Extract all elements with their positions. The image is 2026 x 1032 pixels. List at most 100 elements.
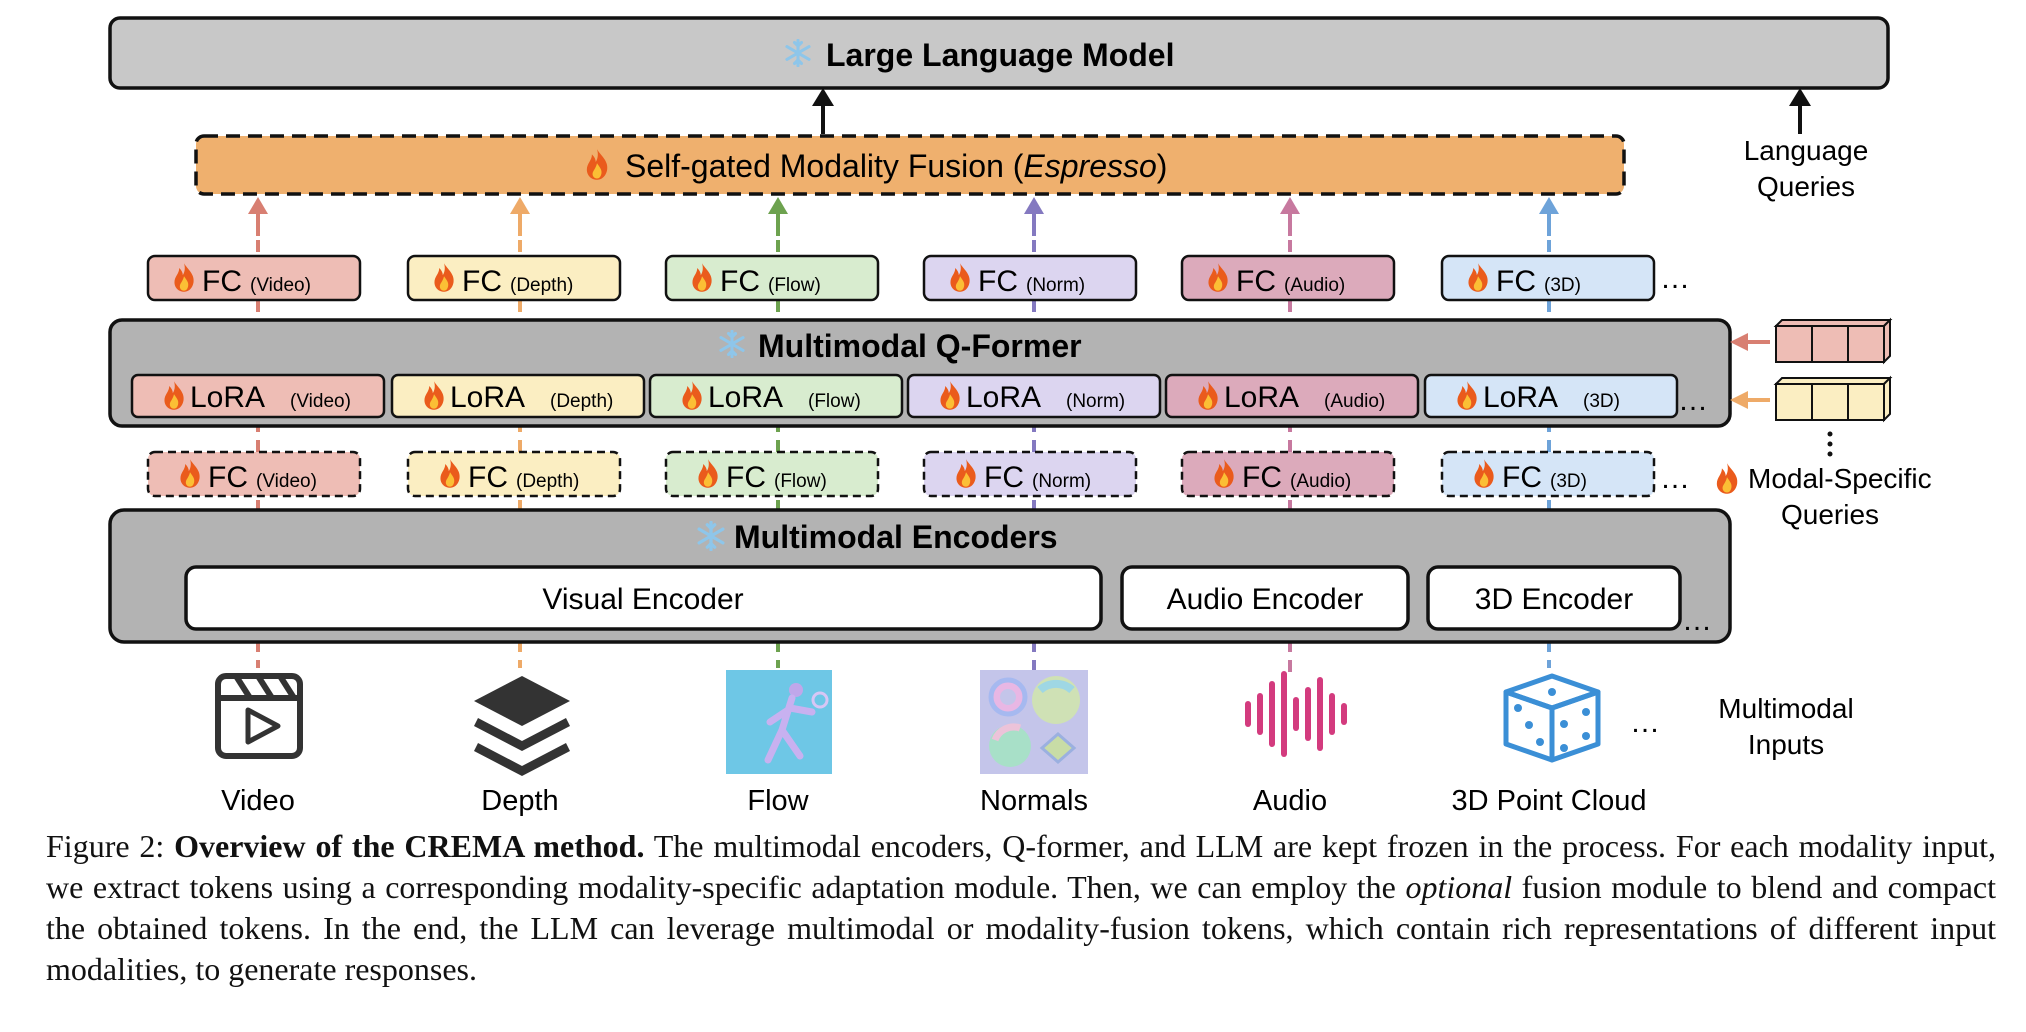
lora-label: LoRA: [966, 381, 1041, 414]
figure-caption: Figure 2: Overview of the CREMA method. …: [46, 826, 1996, 990]
lora-box-0: LoRA (Video): [130, 373, 386, 419]
language-queries-line1: Language: [1744, 135, 1869, 166]
lora-tag: (Norm): [1066, 391, 1125, 412]
audio-encoder-box: [1120, 565, 1410, 631]
fc-top-tag: (3D): [1544, 275, 1581, 296]
lora-tag: (Depth): [550, 391, 613, 412]
qformer-label: Multimodal Q-Former: [758, 328, 1082, 364]
lora-tag: (3D): [1583, 391, 1620, 412]
encoders-label: Multimodal Encoders: [734, 519, 1058, 555]
encoder-ellipsis: …: [1682, 604, 1712, 637]
fc-top-label: FC: [1236, 265, 1276, 298]
caption-body-1: The multimodal encoders, Q-former, and L…: [46, 828, 1997, 905]
lora-label: LoRA: [1483, 381, 1558, 414]
lora-box-2: LoRA(Flow): [648, 373, 904, 419]
arrowhead-0: [248, 197, 268, 214]
multimodal-inputs-line2: Inputs: [1748, 729, 1824, 760]
fc-bottom-tag: (Video): [256, 471, 317, 492]
fusion-block: [194, 134, 1626, 196]
fire-icon: [1716, 463, 1738, 494]
fc-top-box-3: FC (Norm): [922, 254, 1138, 302]
multimodal-inputs-line1: Multimodal: [1718, 693, 1853, 724]
fc-top-box-5: FC (3D): [1440, 254, 1656, 302]
caption-title: Overview of the CREMA method.: [174, 828, 645, 864]
fc-top-box-4: FC (Audio): [1180, 254, 1396, 302]
fc-top-label: FC: [978, 265, 1018, 298]
audio-waveform-icon: [1245, 671, 1347, 757]
fc-top-tag: (Flow): [768, 275, 821, 296]
lora-box-4: LoRA (Audio): [1164, 373, 1420, 419]
arrowhead-5: [1539, 197, 1559, 214]
modal-specific-queries-line1: Modal-Specific: [1748, 463, 1932, 494]
arrowhead-2: [768, 197, 788, 214]
fc-top-box-1: FC (Depth): [406, 254, 622, 302]
visual-encoder-box: [184, 565, 1103, 631]
lora-tag: (Flow): [808, 391, 861, 412]
audio-encoder-label: Audio Encoder: [1167, 583, 1364, 616]
fc-top-tag: (Depth): [510, 275, 573, 296]
fc-bottom-label: FC: [1502, 461, 1542, 494]
input-ellipsis: …: [1630, 706, 1660, 739]
lora-tag: (Video): [290, 391, 351, 412]
fc-bottom-ellipsis: …: [1660, 462, 1690, 495]
dice-3d-icon: [1503, 673, 1601, 763]
input-label-0: Video: [221, 785, 295, 817]
3d-encoder-label: 3D Encoder: [1475, 583, 1633, 616]
fc-top-box-0: FC(Video): [146, 254, 362, 302]
fc-bottom-label: FC: [726, 461, 766, 494]
arrowhead-1: [510, 197, 530, 214]
flow-image: [726, 670, 832, 774]
fc-bottom-tag: (Depth): [516, 471, 579, 492]
lora-tag: (Audio): [1324, 391, 1385, 412]
llm-block: [108, 16, 1890, 90]
fusion-to-llm-arrowhead: [812, 88, 834, 106]
video-icon: [215, 673, 303, 759]
vertical-dots: [1827, 431, 1833, 457]
fc-top-label: FC: [202, 265, 242, 298]
llm-label: Large Language Model: [826, 37, 1174, 73]
arrowhead-3: [1024, 197, 1044, 214]
input-label-3: Normals: [980, 785, 1088, 817]
fc-bottom-box-5: FC (3D): [1440, 450, 1656, 498]
input-label-2: Flow: [747, 785, 809, 817]
fc-bottom-tag: (Flow): [774, 471, 827, 492]
fc-top-tag: (Norm): [1026, 275, 1085, 296]
fusion-label: Self-gated Modality Fusion (Espresso): [625, 148, 1167, 184]
fc-bottom-label: FC: [984, 461, 1024, 494]
fc-top-label: FC: [462, 265, 502, 298]
lora-label: LoRA: [450, 381, 525, 414]
modal-query-tokens-pink: [1730, 317, 1893, 365]
fc-top-ellipsis: …: [1660, 262, 1690, 295]
modal-query-tokens-yellow: [1730, 375, 1893, 423]
input-label-4: Audio: [1253, 785, 1327, 817]
fc-bottom-label: FC: [1242, 461, 1282, 494]
lora-box-5: LoRA (3D): [1423, 373, 1679, 419]
fc-bottom-tag: (3D): [1550, 471, 1587, 492]
normals-image: [980, 670, 1088, 774]
lora-box-3: LoRA (Norm): [906, 373, 1162, 419]
fc-bottom-box-2: FC (Flow): [664, 450, 880, 498]
caption-prefix: Figure 2:: [46, 828, 175, 864]
lora-label: LoRA: [1224, 381, 1299, 414]
lora-ellipsis: …: [1678, 384, 1708, 417]
language-queries-line2: Queries: [1757, 171, 1855, 202]
lora-box-1: LoRA (Depth): [390, 373, 646, 419]
queries-to-llm-arrowhead: [1789, 88, 1811, 106]
visual-encoder-label: Visual Encoder: [542, 583, 743, 616]
crema-diagram: Large Language Model Self-gated Modality…: [108, 16, 1932, 817]
fc-bottom-box-1: FC(Depth): [406, 450, 622, 498]
input-label-1: Depth: [481, 785, 558, 817]
input-label-5: 3D Point Cloud: [1451, 785, 1646, 817]
fc-bottom-tag: (Norm): [1032, 471, 1091, 492]
lora-label: LoRA: [190, 381, 265, 414]
fc-top-box-2: FC (Flow): [664, 254, 880, 302]
fc-top-label: FC: [720, 265, 760, 298]
caption-body-2: fusion module to blend and compact the o…: [46, 869, 1996, 987]
depth-layers-icon: [474, 676, 570, 776]
fc-top-label: FC: [1496, 265, 1536, 298]
fc-top-tag: (Audio): [1284, 275, 1345, 296]
caption-italic: optional: [1405, 869, 1513, 905]
fc-bottom-label: FC: [208, 461, 248, 494]
modality-modules: FC(Video)LoRA(Video)FC(Video)VideoFC(Dep…: [130, 254, 1679, 817]
fc-bottom-box-0: FC (Video): [146, 450, 362, 498]
